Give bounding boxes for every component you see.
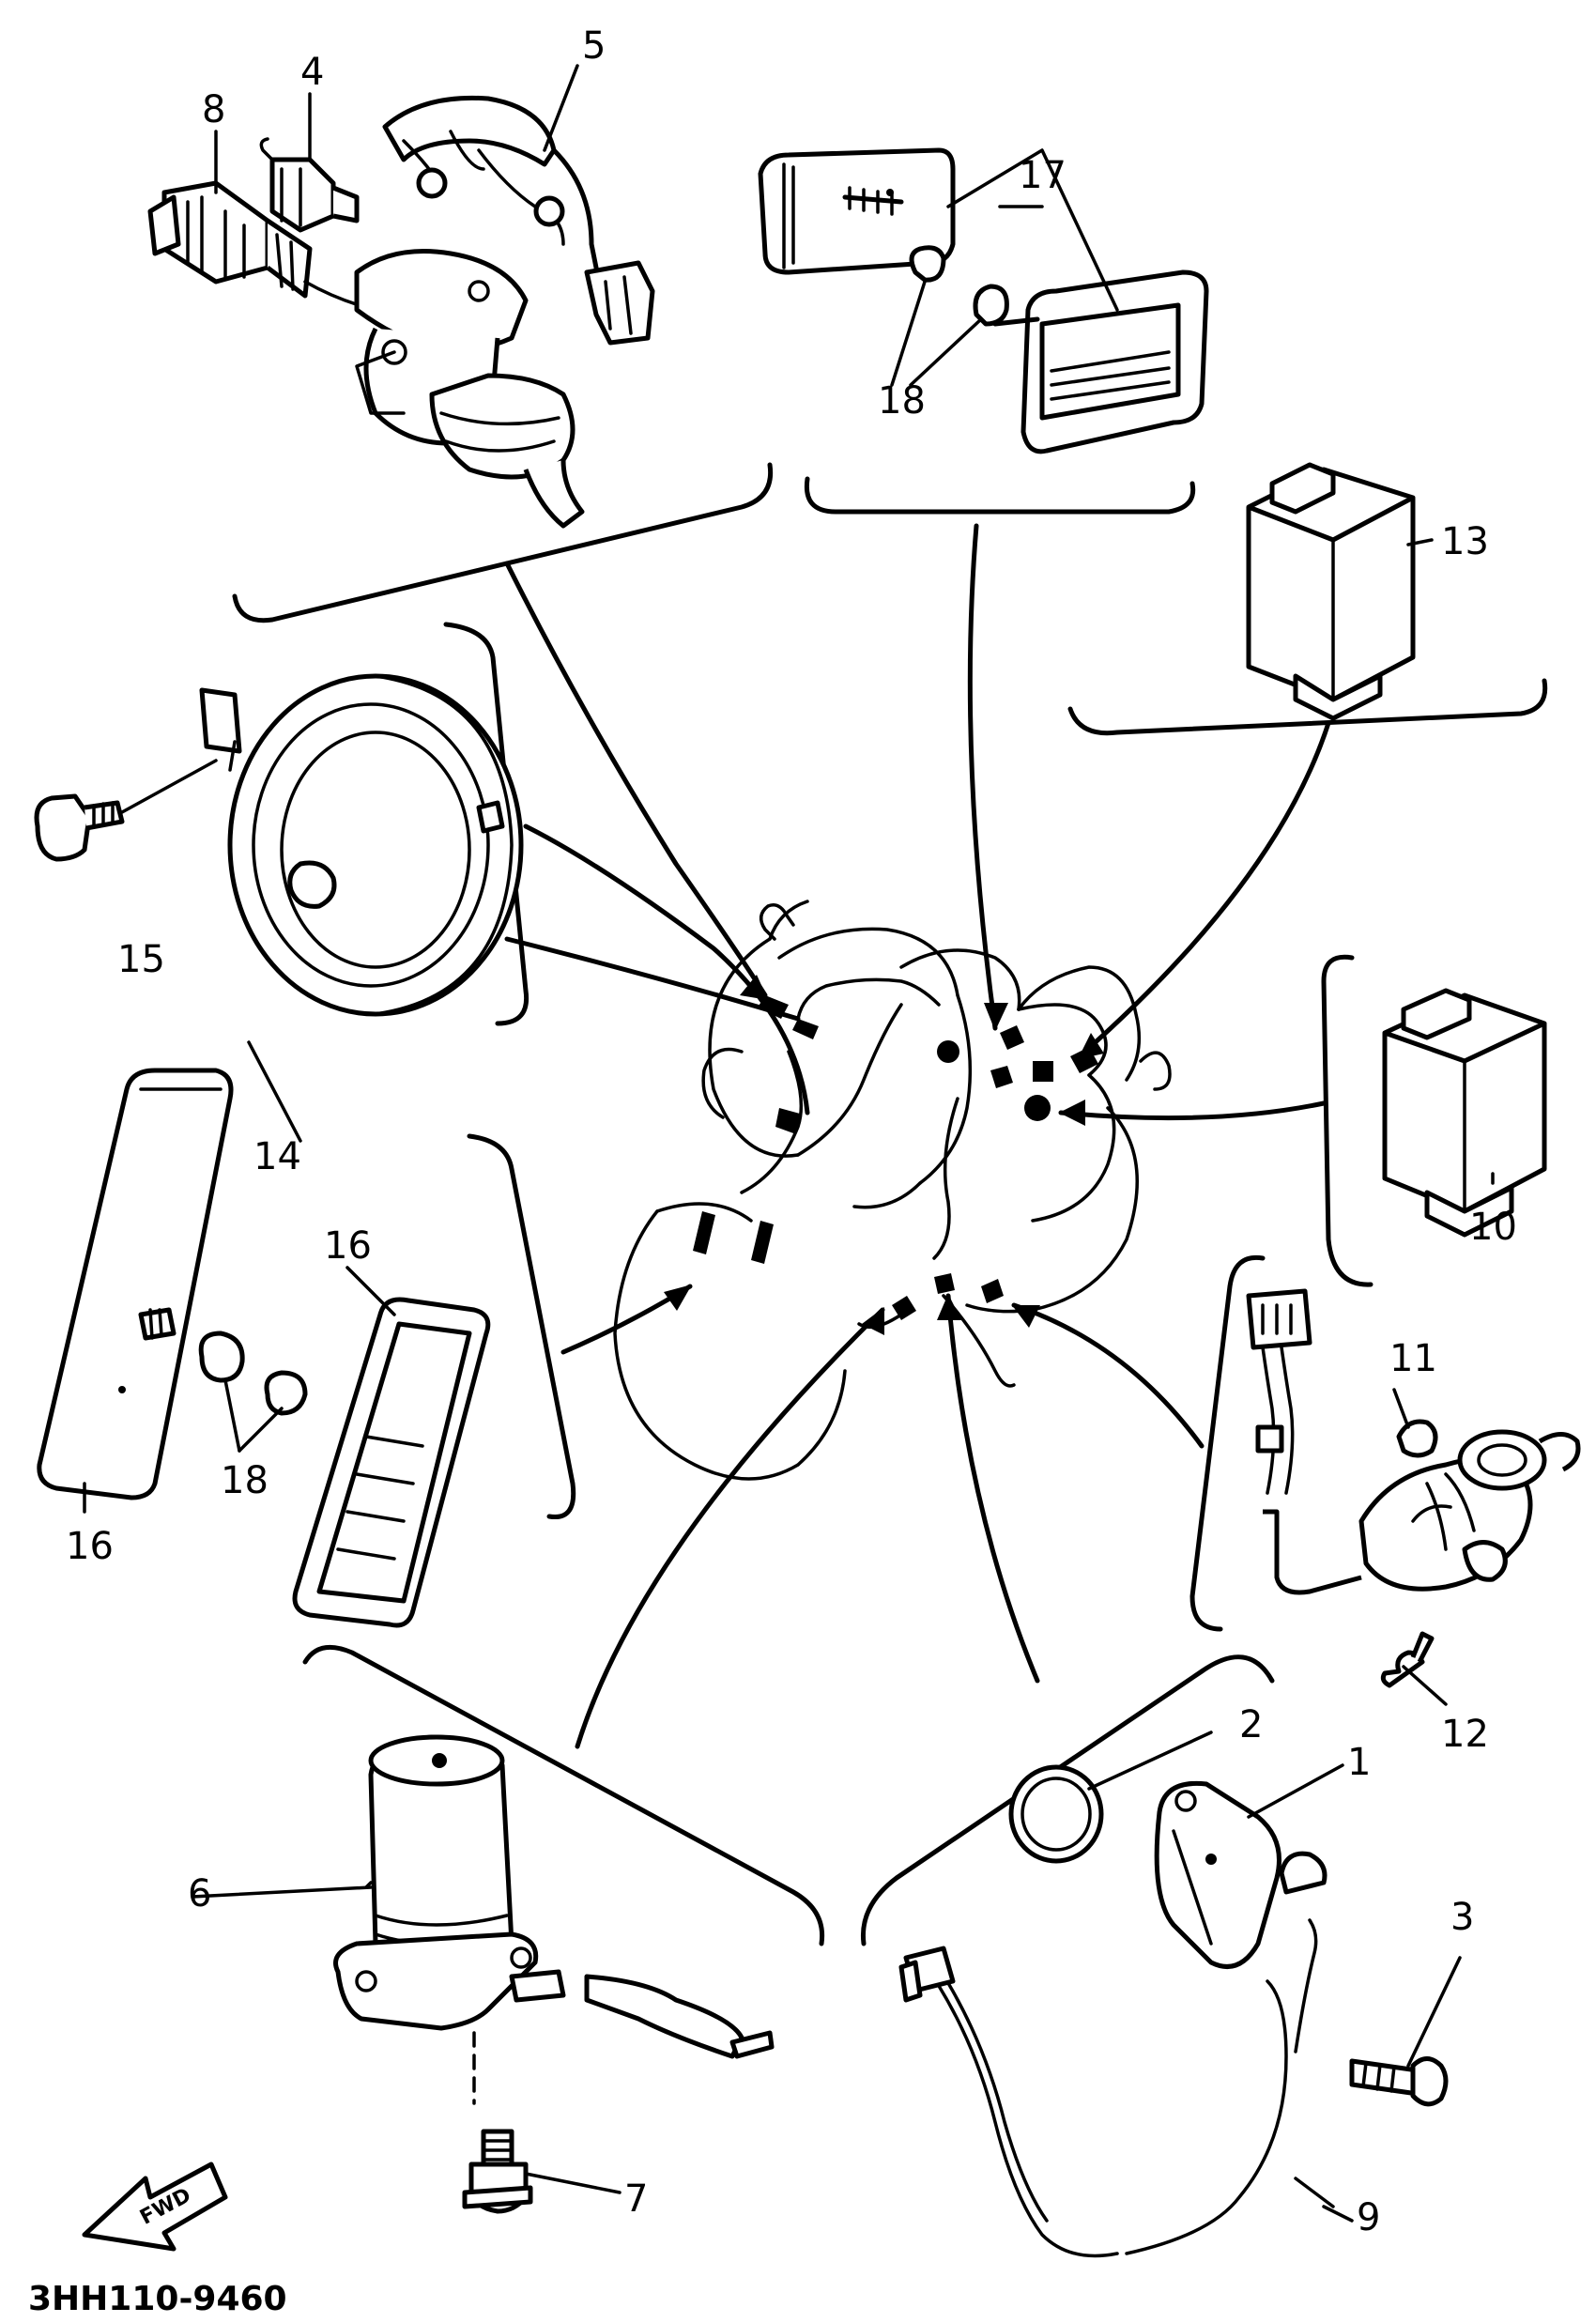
thermostat-housing xyxy=(354,249,585,529)
callout-labels: 5 4 8 17 18 13 15 14 16 10 11 18 16 12 2… xyxy=(66,24,1517,2239)
motorcycle-frame-outline xyxy=(613,900,1172,1481)
part-17-reflector xyxy=(758,147,1209,454)
part-16-side-reflector-right xyxy=(292,1297,491,1628)
callout-2: 2 xyxy=(1239,1703,1263,1746)
callout-12: 12 xyxy=(1441,1713,1489,1756)
part-6-sender-unit xyxy=(333,1734,775,2105)
callout-leaders xyxy=(214,64,1495,1889)
part-2-o-ring xyxy=(1008,1731,1213,1864)
part-10-relay xyxy=(1382,988,1547,1238)
callout-6: 6 xyxy=(188,1872,211,1915)
callout-18a: 18 xyxy=(878,379,926,423)
fwd-arrow-icon: FWD xyxy=(82,2161,228,2252)
callout-1: 1 xyxy=(1347,1741,1371,1784)
callout-17: 17 xyxy=(1019,154,1067,197)
part-3-screw xyxy=(1349,1956,1462,2107)
callout-13: 13 xyxy=(1441,520,1489,563)
leader-arrows xyxy=(504,523,1331,1749)
callout-3: 3 xyxy=(1450,1896,1474,1939)
part-8-neutral-switch xyxy=(147,180,377,312)
part-1-sensor xyxy=(1154,1763,1344,1969)
callout-14: 14 xyxy=(253,1135,301,1178)
part-4-thermo-sensor xyxy=(259,137,360,233)
part-14-horn xyxy=(199,673,524,1017)
group-brackets xyxy=(232,462,1548,1946)
diagram-code: 3HH110-9460 xyxy=(28,2280,287,2318)
callout-18b: 18 xyxy=(221,1459,269,1502)
callout-5: 5 xyxy=(582,24,606,68)
part-7-bolt xyxy=(462,2129,622,2214)
part-16-side-reflector-left xyxy=(37,1068,308,1500)
callout-16a: 16 xyxy=(66,1525,114,1568)
callout-8: 8 xyxy=(202,88,225,131)
callout-9: 9 xyxy=(1357,2196,1380,2239)
callout-15: 15 xyxy=(117,938,165,981)
callout-11: 11 xyxy=(1389,1337,1437,1380)
part-5-wire-lead xyxy=(382,95,655,346)
arrow-heads xyxy=(664,975,1104,1335)
part-11-main-switch xyxy=(1246,1288,1581,1595)
part-12-screw xyxy=(1380,1631,1448,1706)
part-15-bolt xyxy=(34,759,218,862)
part-9-lead-wire xyxy=(898,1918,1335,2258)
callout-10: 10 xyxy=(1469,1206,1517,1249)
callout-leader-extras xyxy=(83,280,1354,2223)
callout-16b: 16 xyxy=(324,1224,372,1268)
callout-4: 4 xyxy=(300,51,324,94)
part-13-relay xyxy=(1246,462,1416,721)
connection-markers xyxy=(693,995,1098,1320)
callout-7: 7 xyxy=(624,2177,648,2221)
